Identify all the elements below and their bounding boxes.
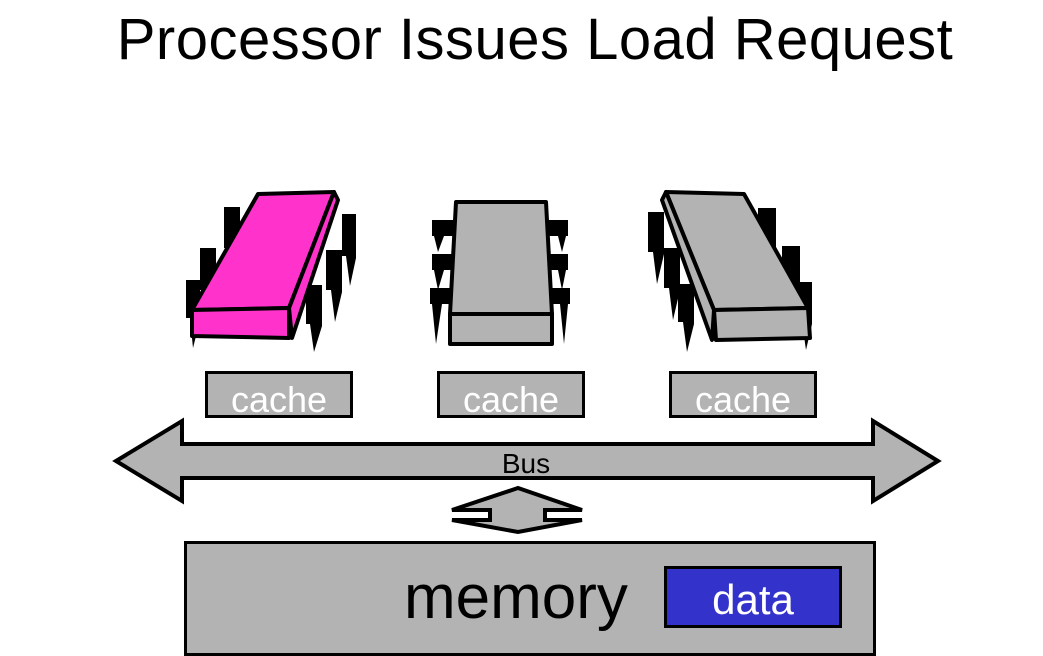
- processor-chip-2: [430, 200, 570, 346]
- bus-arrow: [112, 417, 942, 505]
- memory-label: memory: [404, 563, 628, 632]
- processor-chip-1: [186, 190, 356, 352]
- cache-1: cache: [205, 371, 353, 420]
- cache-3: cache: [669, 371, 817, 420]
- cache-2: cache: [437, 371, 585, 420]
- memory-bus-connector-arrow: [451, 485, 583, 535]
- bus-label: Bus: [501, 448, 551, 479]
- processor-chip-3: [648, 190, 812, 352]
- slide-title: Processor Issues Load Request: [116, 7, 954, 72]
- memory-data-block: data: [664, 566, 842, 628]
